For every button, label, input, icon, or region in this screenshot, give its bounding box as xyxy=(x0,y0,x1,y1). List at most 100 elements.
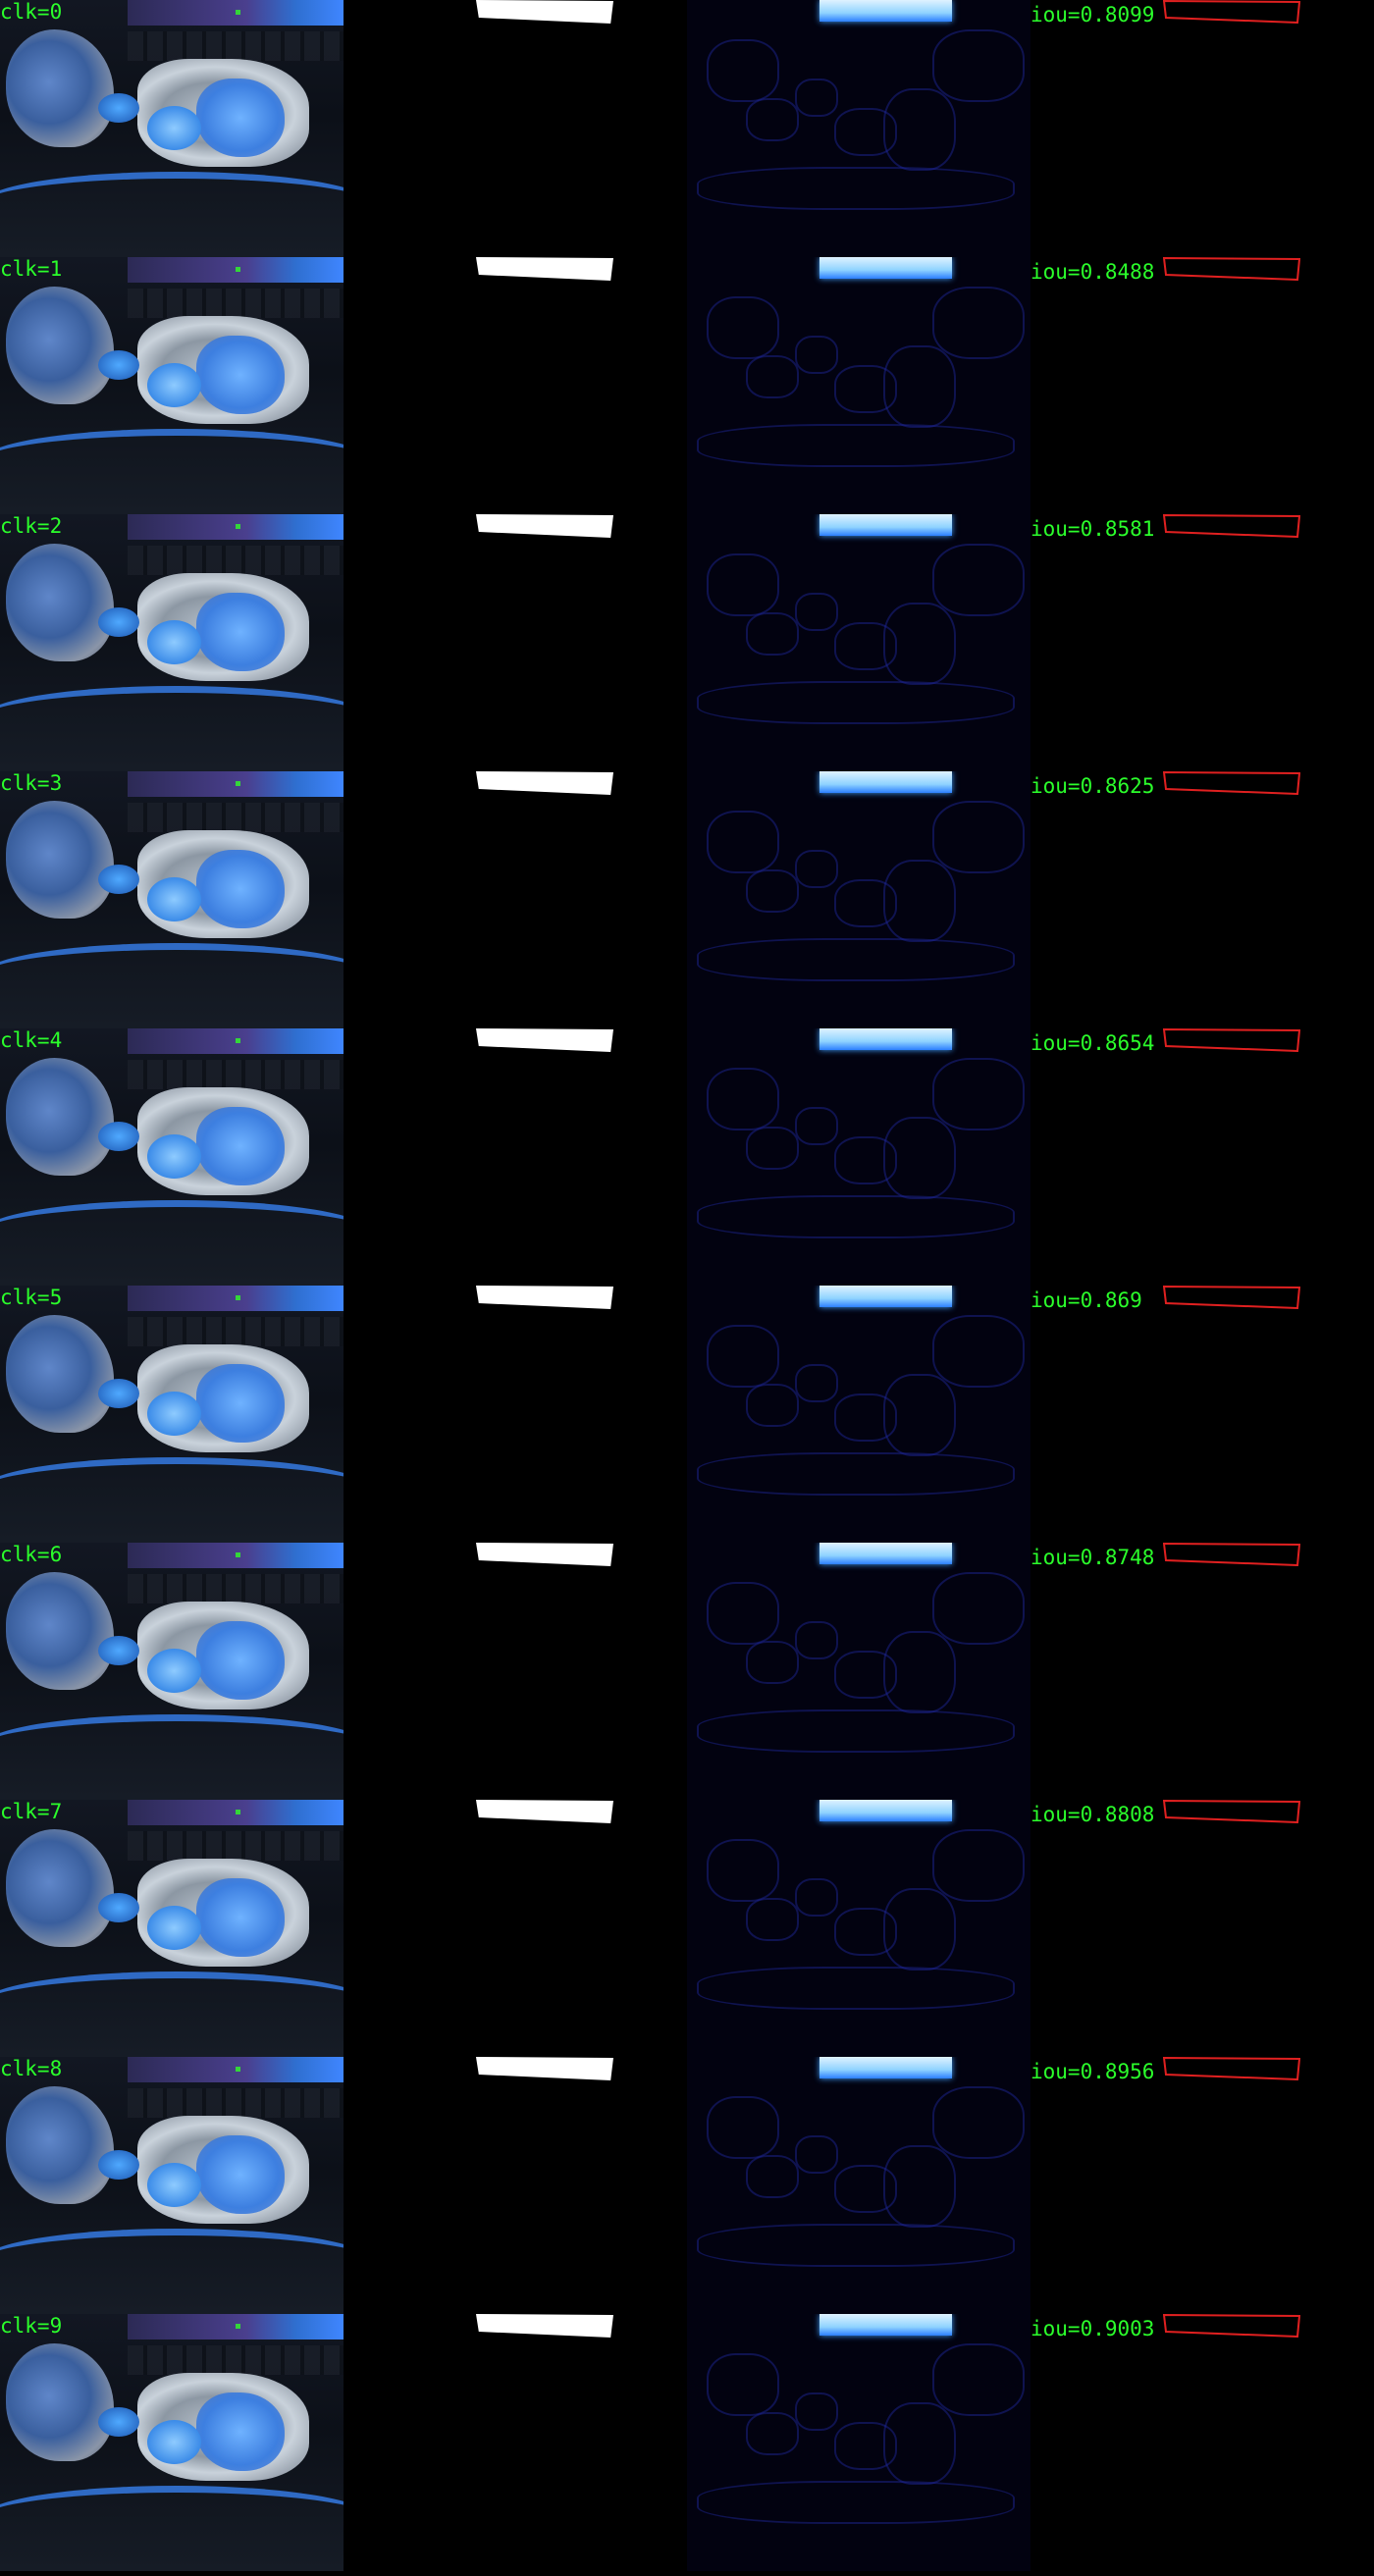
binary-mask xyxy=(476,1800,613,1823)
scene-image xyxy=(0,514,344,771)
edge-contour xyxy=(707,39,779,102)
keyboard xyxy=(128,2345,344,2375)
result-row: clk=8 iou=0.8956 xyxy=(0,2057,1374,2314)
click-label: clk=0 xyxy=(0,0,63,24)
edge-map xyxy=(687,771,1030,1028)
edge-contour xyxy=(795,1621,838,1659)
plastic-bag xyxy=(6,544,114,661)
keyboard xyxy=(128,2088,344,2118)
edge-contour xyxy=(883,1888,956,1971)
monitor-led xyxy=(236,267,240,272)
predicted-mask-overlay xyxy=(196,1107,285,1185)
blue-cup xyxy=(98,607,139,637)
edge-contour xyxy=(697,1195,1015,1238)
edge-contour xyxy=(834,622,897,670)
blue-cup xyxy=(98,93,139,123)
edge-contour xyxy=(834,1136,897,1184)
table-edge xyxy=(0,1971,344,2037)
keyboard xyxy=(128,1831,344,1861)
blue-cup xyxy=(98,1379,139,1408)
table-edge xyxy=(0,429,344,495)
table-edge xyxy=(0,686,344,752)
table-edge xyxy=(0,2486,344,2551)
predicted-mask-overlay xyxy=(196,2135,285,2214)
keyboard xyxy=(128,31,344,61)
monitor-led xyxy=(236,1038,240,1043)
binary-mask xyxy=(476,2057,613,2080)
edge-contour xyxy=(707,1068,779,1130)
blue-bowl xyxy=(147,1392,201,1436)
predicted-mask-overlay xyxy=(196,850,285,928)
blue-bowl xyxy=(147,2163,201,2207)
predicted-mask-overlay xyxy=(196,1364,285,1443)
edge-map xyxy=(687,1543,1030,1800)
edge-map xyxy=(687,1028,1030,1286)
prediction-highlight xyxy=(819,1543,952,1564)
plastic-bag xyxy=(6,801,114,919)
scene-image xyxy=(0,257,344,514)
monitor-led xyxy=(236,524,240,529)
edge-contour xyxy=(834,108,897,156)
edge-contour xyxy=(834,2165,897,2213)
mask-outline xyxy=(1163,1286,1300,1309)
edge-contour xyxy=(883,2145,956,2228)
edge-contour xyxy=(795,850,838,888)
blue-bowl xyxy=(147,620,201,664)
edge-contour xyxy=(707,296,779,359)
prediction-highlight xyxy=(819,0,952,22)
binary-mask xyxy=(476,0,613,24)
edge-map xyxy=(687,514,1030,771)
predicted-mask-overlay xyxy=(196,1878,285,1957)
edge-contour xyxy=(697,2224,1015,2267)
mask-outline xyxy=(1163,1800,1300,1823)
edge-contour xyxy=(697,681,1015,724)
edge-contour xyxy=(707,1582,779,1645)
blue-bowl xyxy=(147,877,201,921)
click-label: clk=7 xyxy=(0,1800,63,1823)
mask-outline xyxy=(1163,514,1300,538)
predicted-mask-overlay xyxy=(196,79,285,157)
keyboard xyxy=(128,546,344,575)
click-label: clk=4 xyxy=(0,1028,63,1052)
plastic-bag xyxy=(6,1572,114,1690)
edge-contour xyxy=(883,1374,956,1456)
iou-label: iou=0.8748 xyxy=(1030,1546,1155,1569)
scene-image xyxy=(0,2314,344,2571)
edge-contour xyxy=(707,811,779,873)
edge-contour xyxy=(707,2353,779,2416)
edge-contour xyxy=(883,2402,956,2485)
edge-contour xyxy=(746,2412,799,2455)
scene-image xyxy=(0,1543,344,1800)
table-edge xyxy=(0,1714,344,1780)
mask-outline xyxy=(1163,771,1300,795)
edge-contour xyxy=(932,1315,1025,1388)
keyboard xyxy=(128,1574,344,1603)
monitor-led xyxy=(236,1552,240,1557)
plastic-bag xyxy=(6,1058,114,1176)
scene-image xyxy=(0,0,344,257)
scene-image xyxy=(0,1286,344,1543)
binary-mask xyxy=(476,1028,613,1052)
click-label: clk=8 xyxy=(0,2057,63,2080)
edge-contour xyxy=(932,801,1025,873)
binary-mask xyxy=(476,1286,613,1309)
edge-contour xyxy=(932,1058,1025,1130)
monitor-led xyxy=(236,1295,240,1300)
edge-map xyxy=(687,1800,1030,2057)
edge-contour xyxy=(932,544,1025,616)
edge-contour xyxy=(707,2096,779,2159)
edge-contour xyxy=(883,603,956,685)
edge-map xyxy=(687,257,1030,514)
monitor-led xyxy=(236,10,240,15)
blue-bowl xyxy=(147,1906,201,1950)
iou-label: iou=0.8956 xyxy=(1030,2060,1155,2083)
edge-contour xyxy=(932,1829,1025,1902)
edge-contour xyxy=(932,2343,1025,2416)
edge-map xyxy=(687,0,1030,257)
plastic-bag xyxy=(6,2086,114,2204)
